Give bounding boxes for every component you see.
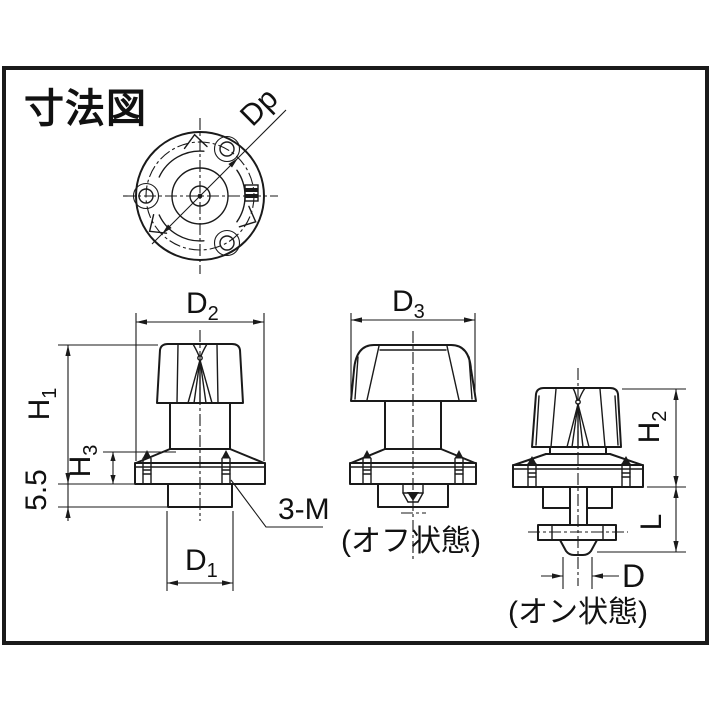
h3-label: H3 xyxy=(64,445,102,478)
latch-band xyxy=(245,188,258,192)
grip-cusp xyxy=(183,133,208,150)
flute-line xyxy=(199,359,207,404)
dimension-5-5: 5.5 xyxy=(20,469,167,521)
center-circle xyxy=(189,185,211,207)
flange-slant xyxy=(229,448,265,464)
grip-arc xyxy=(158,214,205,242)
bottom-boss xyxy=(167,483,233,508)
flute-line xyxy=(599,388,606,448)
latch-detail xyxy=(244,184,259,202)
knob-cap xyxy=(531,387,622,448)
flute-line xyxy=(577,403,590,448)
off-state-caption: (オフ状態) xyxy=(341,525,481,558)
dp-dimension-line xyxy=(151,109,287,245)
outer-circle xyxy=(135,131,265,261)
bottom-boss-right xyxy=(586,486,613,509)
arrowhead xyxy=(228,158,238,168)
dimension-d1: D1 xyxy=(166,511,234,591)
leader-3m: 3-M xyxy=(230,479,330,528)
top-view: Dp xyxy=(123,82,287,274)
retracted-pin xyxy=(402,483,424,503)
d-label: D xyxy=(622,558,645,594)
set-screw xyxy=(221,450,231,485)
flute-line xyxy=(193,359,201,404)
pin-tip xyxy=(559,539,598,556)
dimension-h2: H2 xyxy=(622,388,686,487)
page-title: 寸法図 xyxy=(24,87,147,131)
screw-hole xyxy=(219,235,235,251)
on-state-caption: (オン状態) xyxy=(508,596,648,629)
h1-label: H1 xyxy=(23,388,61,421)
dimension-h1: H1 xyxy=(23,344,158,484)
dimension-d3: D3 xyxy=(350,285,476,397)
flute-line xyxy=(614,395,619,446)
flute-line xyxy=(566,403,579,448)
h2-label: H2 xyxy=(633,411,671,444)
flange-slant xyxy=(513,453,547,466)
grip-arc xyxy=(158,150,205,178)
flute-line xyxy=(200,343,208,357)
flute-line xyxy=(366,345,380,401)
flute-line xyxy=(176,344,179,404)
flange-band xyxy=(512,464,644,488)
d3-label: D3 xyxy=(392,285,425,323)
screw-hole-tab xyxy=(213,229,241,257)
flute-line xyxy=(578,387,586,401)
screw-hole-tab xyxy=(132,182,160,210)
bottom-boss-left xyxy=(542,486,571,509)
extended-pin xyxy=(537,507,617,556)
flute-line xyxy=(354,356,359,400)
flute-line xyxy=(550,388,557,448)
flute-line xyxy=(199,359,213,404)
set-screw xyxy=(362,450,372,485)
set-screw xyxy=(142,450,152,485)
dimension-h3: H3 xyxy=(64,445,176,484)
on-state-view: H2 L D (オン状態) xyxy=(508,368,686,629)
drawing-frame xyxy=(2,66,709,645)
knob-cap xyxy=(156,343,244,404)
flange-band xyxy=(349,462,477,485)
set-screw xyxy=(621,456,631,488)
flute-line xyxy=(577,403,584,448)
d2-label: D2 xyxy=(186,287,219,325)
dim-5-5-label: 5.5 xyxy=(20,469,53,511)
arrowhead xyxy=(162,224,172,234)
dimension-l: L xyxy=(597,486,686,553)
3m-label: 3-M xyxy=(278,493,330,526)
dimension-d2: D2 xyxy=(135,287,265,461)
hub-circle xyxy=(171,167,229,225)
knob-cap xyxy=(350,344,477,402)
screw-hole-tab xyxy=(213,135,241,163)
flute-line xyxy=(187,359,201,404)
flute-line xyxy=(572,387,578,401)
pin-collar xyxy=(537,524,617,541)
grip-cusp xyxy=(148,213,168,234)
dimension-d: D xyxy=(541,557,645,594)
off-state-view: D3 (オフ状態) xyxy=(341,285,481,559)
flute-line xyxy=(468,356,473,400)
bottom-boss xyxy=(377,483,449,508)
l-label: L xyxy=(635,514,668,531)
flute-line xyxy=(571,403,579,448)
set-screw xyxy=(527,456,537,488)
latch-band xyxy=(245,194,258,198)
set-screw xyxy=(454,450,464,485)
d1-label: D1 xyxy=(185,544,218,582)
front-view: D2 H1 H3 5.5 D1 xyxy=(20,287,330,591)
flange-slant xyxy=(135,448,171,464)
flute-line xyxy=(446,345,460,401)
screw-hole xyxy=(138,188,154,204)
dp-label: Dp xyxy=(234,82,284,132)
screw-hole xyxy=(219,141,235,157)
flute-line xyxy=(535,395,540,446)
flute-line xyxy=(216,344,219,404)
grip-cusp xyxy=(238,205,257,228)
flute-line xyxy=(192,343,200,357)
